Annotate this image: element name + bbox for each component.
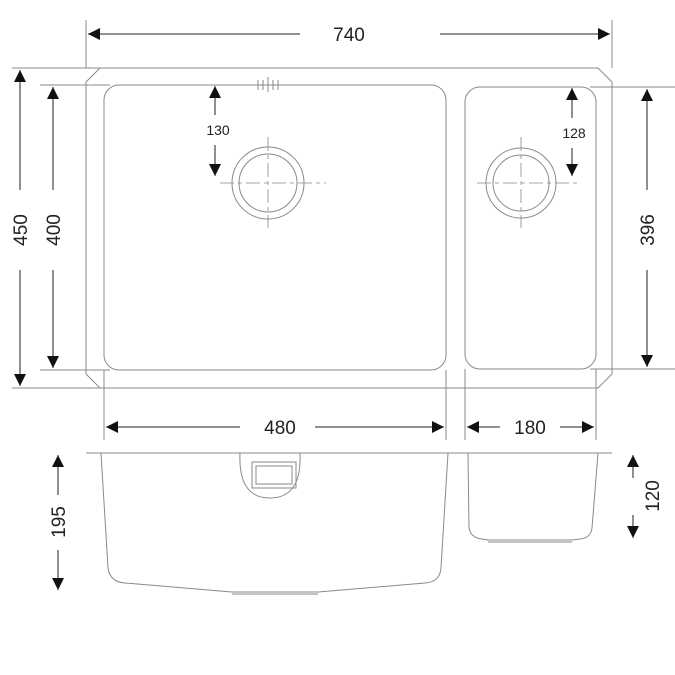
dimension-label: 480: [264, 418, 296, 439]
dimension-396: 396: [638, 89, 659, 367]
dimension-label: 128: [562, 125, 586, 141]
small-drain-icon: [477, 137, 578, 228]
dimension-740: 740: [88, 25, 610, 46]
side-view: [86, 452, 612, 595]
dimension-label: 180: [514, 418, 546, 439]
dimension-label: 400: [44, 214, 65, 246]
dimension-480: 480: [106, 418, 444, 439]
dimension-label: 740: [333, 25, 365, 46]
sink-flange-outline: [85, 67, 613, 389]
small-bowl-outline: [464, 86, 597, 370]
dimension-400: 400: [44, 87, 65, 368]
dimension-180: 180: [467, 418, 594, 439]
dimension-128: 128: [562, 88, 586, 176]
dimension-195: 195: [49, 455, 70, 590]
main-bowl-profile: [100, 452, 449, 593]
main-bowl-outline: [103, 84, 447, 371]
dimension-label: 120: [643, 480, 664, 512]
dimension-120: 120: [627, 455, 664, 538]
dimension-label: 396: [638, 214, 659, 246]
main-drain-icon: [220, 137, 326, 228]
extension-lines: [12, 20, 675, 440]
overflow-icon: [239, 452, 301, 499]
small-bowl-profile: [467, 452, 599, 541]
dimension-label: 195: [49, 506, 70, 538]
plan-view: [12, 20, 675, 440]
dimension-label: 450: [11, 214, 32, 246]
dimension-label: 130: [206, 122, 230, 138]
dimension-450: 450: [11, 70, 32, 386]
tap-hole-marks: [257, 77, 279, 92]
dimension-130: 130: [206, 86, 230, 176]
